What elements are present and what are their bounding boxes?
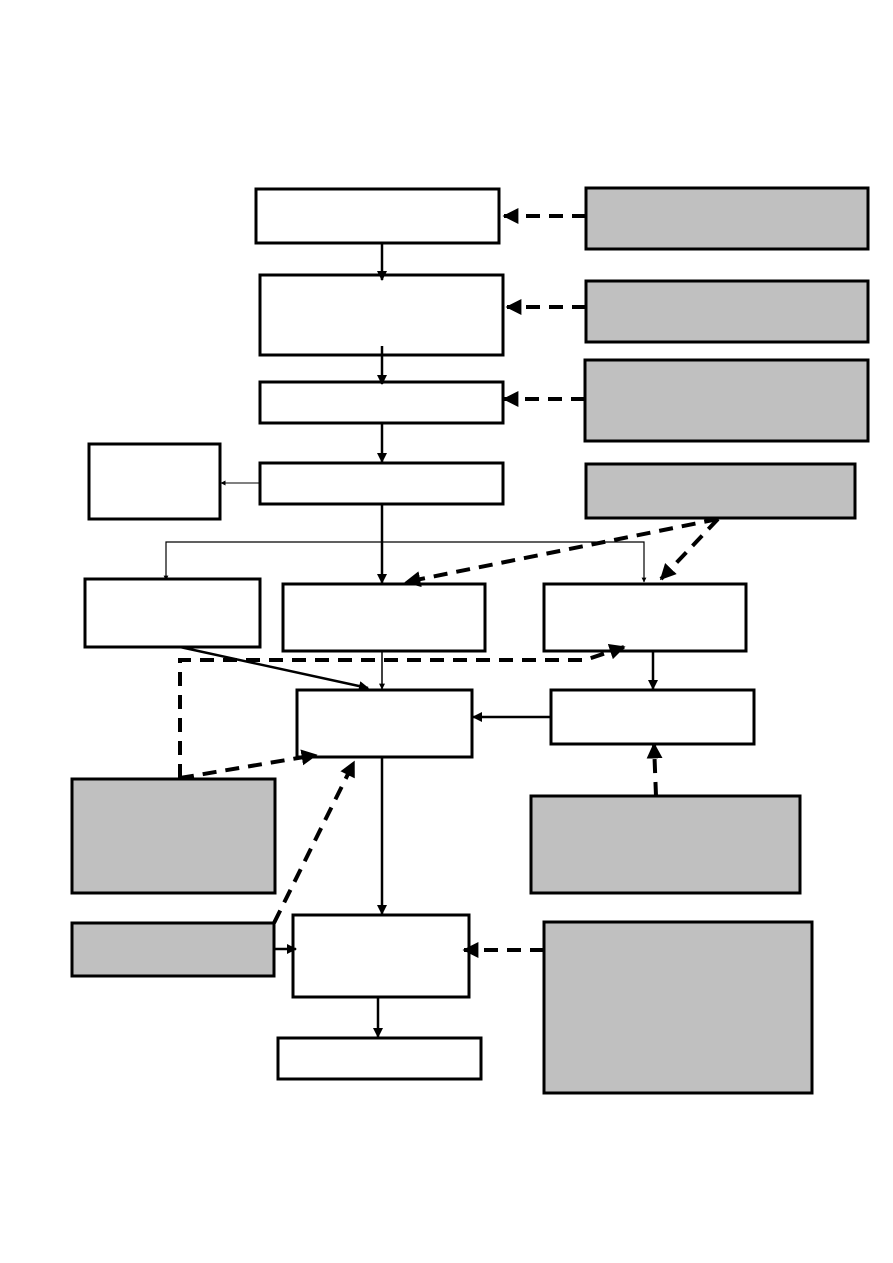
- solid-connectors: [163, 243, 658, 1038]
- dashed-arrow-in4-to-branch-right: [659, 517, 720, 581]
- process-box-branch-left: [83, 577, 262, 649]
- arrow-p4-to-branch-left: [163, 541, 382, 581]
- process-box-3: [258, 380, 505, 425]
- input-box-right-mid: [529, 794, 802, 895]
- input-box-3: [583, 358, 870, 443]
- input-box-right-large: [542, 920, 814, 1095]
- process-box-branch-middle: [281, 582, 487, 653]
- dashed-arrow-in-right-mid-to-right-step: [646, 742, 663, 797]
- dashed-arrow-in-left-large-to-branch-right: [178, 643, 626, 778]
- process-box-1: [254, 187, 501, 245]
- process-box-merge: [295, 688, 474, 759]
- arrow-p4-to-branch-right: [382, 541, 647, 583]
- input-box-2: [584, 279, 870, 344]
- dashed-connectors: [178, 208, 720, 958]
- process-box-side-left: [87, 442, 222, 521]
- dashed-arrow-in4-to-branch-middle: [404, 517, 719, 587]
- dashed-arrow-in-left-small-to-merge: [272, 760, 356, 924]
- input-box-left-large: [70, 777, 277, 895]
- input-box-4: [584, 462, 857, 520]
- arrow-branch-left-to-merge: [179, 645, 369, 691]
- process-box-branch-right: [542, 582, 748, 653]
- input-box-1: [584, 186, 870, 251]
- process-box-lower: [291, 913, 471, 999]
- process-box-right-step: [549, 688, 756, 746]
- process-box-final: [276, 1036, 483, 1081]
- input-box-left-small: [70, 921, 276, 978]
- process-box-2: [258, 273, 505, 357]
- process-box-4: [258, 461, 505, 506]
